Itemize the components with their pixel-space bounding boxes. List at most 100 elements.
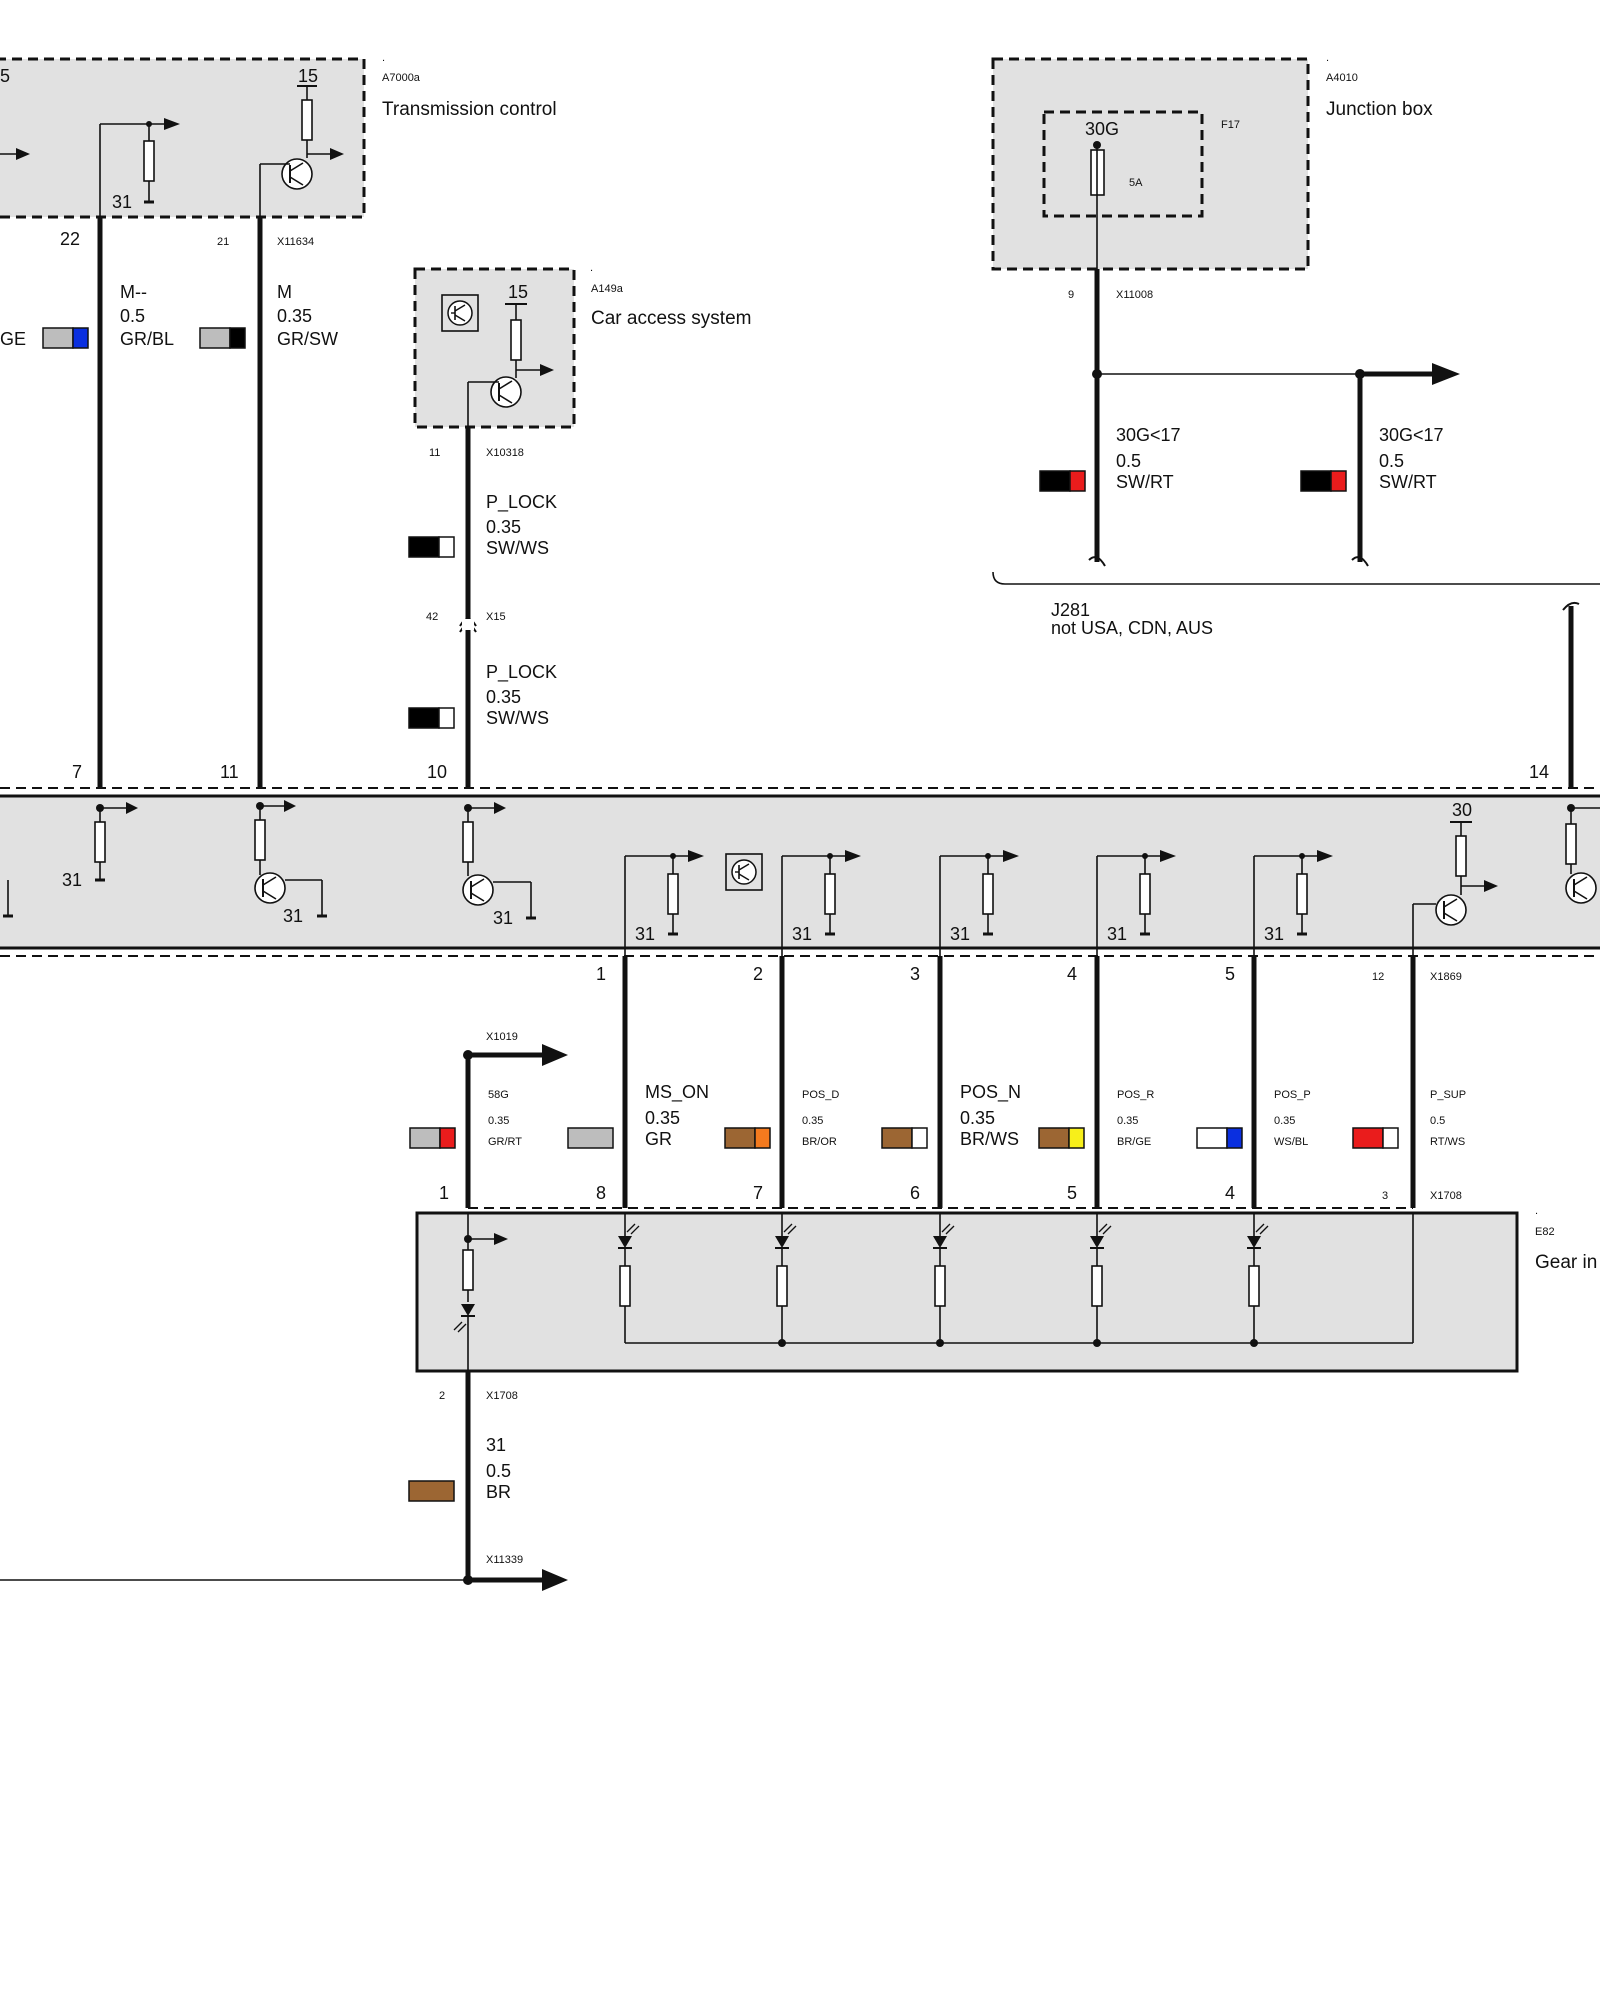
pin-number: 8 [596, 1183, 606, 1203]
color-swatch [1196, 1127, 1228, 1149]
wire-ms-on: MS_ON 0.35 GR [567, 956, 709, 1208]
component-name: Gear in [1535, 1252, 1597, 1273]
wire-pos-d: POS_D 0.35 BR/OR [724, 956, 839, 1208]
wire-color: BR [486, 1482, 511, 1502]
resistor-icon [619, 1265, 631, 1307]
pin-number: 4 [1067, 964, 1077, 984]
pin-number: 6 [910, 1183, 920, 1203]
arrow-icon [542, 1569, 568, 1591]
color-swatch [1382, 1127, 1399, 1149]
wire-color: GR/BL [120, 329, 174, 349]
wire-color: GR [645, 1129, 672, 1149]
arrow-icon [542, 1044, 568, 1066]
component-dot: . [382, 52, 385, 64]
option-code: J281 [1051, 600, 1090, 620]
color-swatch [409, 1127, 441, 1149]
transistor-icon [1435, 894, 1467, 926]
wire-signal: 58G [488, 1089, 509, 1101]
input-circuit-7: 31 [62, 802, 138, 890]
component-name: Junction box [1326, 99, 1433, 120]
wire-size: 0.35 [1117, 1115, 1138, 1127]
ground-label: 31 [283, 906, 303, 926]
wire-color: BR/GE [1117, 1136, 1151, 1148]
pin-number: 10 [427, 762, 447, 782]
resistor-icon [934, 1265, 946, 1307]
connector-id: X1708 [486, 1390, 518, 1402]
wire-signal: M-- [120, 282, 147, 302]
wire-color: BR/WS [960, 1129, 1019, 1149]
wire-color: GR/RT [488, 1136, 522, 1148]
ground-label: 31 [792, 924, 812, 944]
pin-number: 7 [753, 1183, 763, 1203]
wire-signal: MS_ON [645, 1082, 709, 1103]
wire-signal: POS_N [960, 1082, 1021, 1103]
wire-30g-1: 30G<17 0.5 SW/RT [1039, 269, 1360, 567]
wire-size: 0.35 [486, 687, 521, 707]
color-swatch [1068, 1127, 1085, 1149]
wire-signal: P_SUP [1430, 1089, 1466, 1101]
wire-size: 0.35 [277, 306, 312, 326]
component-name: Car access system [591, 308, 751, 329]
resistor-icon [1565, 823, 1577, 865]
gear-selector-module: 7 11 10 14 31 [0, 762, 1600, 984]
resistor-icon [510, 319, 522, 361]
resistor-icon [1139, 873, 1151, 915]
wire-size: 0.35 [645, 1108, 680, 1128]
wire-pos-n: POS_N 0.35 BR/WS [881, 956, 1021, 1208]
ground-label: 31 [62, 870, 82, 890]
output-circuit-12: 30 [1412, 800, 1498, 956]
wire-58g: X1019 58G 0.35 GR/RT [409, 1031, 568, 1208]
component-code: E82 [1535, 1226, 1555, 1238]
transistor-icon [254, 872, 286, 904]
resistor-icon [982, 873, 994, 915]
wire-color: RT/WS [1430, 1136, 1465, 1148]
component-code: A7000a [382, 72, 421, 84]
supply-30-label: 30 [1452, 800, 1472, 820]
color-swatch [1300, 470, 1332, 492]
resistor-icon [1296, 873, 1308, 915]
pin-number: 14 [1529, 762, 1549, 782]
input-circuit-10: 31 [462, 802, 538, 928]
wire-size: 0.35 [802, 1115, 823, 1127]
component-name: Transmission control [382, 99, 557, 120]
wire-p-sup: P_SUP 0.5 RT/WS [1352, 956, 1466, 1208]
output-circuit-1: 31 [624, 850, 704, 956]
resistor-icon [254, 819, 266, 861]
resistor-icon [1091, 1265, 1103, 1307]
output-circuit-5: 31 [1253, 850, 1333, 956]
pin-number: 12 [1372, 971, 1384, 983]
ground-label: 31 [1107, 924, 1127, 944]
wire-size: 0.35 [960, 1108, 995, 1128]
illumination-circuit [453, 1213, 508, 1371]
color-swatch [911, 1127, 928, 1149]
wire-m-minus: M-- 0.5 GR/BL [42, 217, 174, 788]
option-bracket: J281 not USA, CDN, AUS [992, 571, 1600, 638]
wire-color: GE [0, 329, 26, 349]
color-swatch [72, 327, 89, 349]
wire-signal: 30G<17 [1116, 425, 1181, 445]
wire-m: M 0.35 GR/SW [199, 217, 338, 788]
wire-size: 0.5 [1379, 451, 1404, 471]
component-code: A4010 [1326, 72, 1358, 84]
resistor-icon [1248, 1265, 1260, 1307]
color-swatch [438, 707, 455, 729]
wire-color: SW/WS [486, 708, 549, 728]
wire-size: 0.5 [486, 1461, 511, 1481]
connector-id: X1708 [1430, 1190, 1462, 1202]
junction-box-unit: 30G 5A F17 . A4010 Junction box 9 X11008 [991, 52, 1433, 301]
fuse-id: F17 [1221, 119, 1240, 131]
resistor-icon [824, 873, 836, 915]
output-circuit-2: 31 [781, 850, 861, 956]
component-dot: . [1535, 1205, 1538, 1217]
color-swatch [199, 327, 231, 349]
pin-number: 3 [910, 964, 920, 984]
wire-pos-p: POS_P 0.35 WS/BL [1196, 956, 1311, 1208]
output-circuit-4: 31 [1096, 850, 1176, 956]
pin-number: 2 [753, 964, 763, 984]
wire-color: SW/WS [486, 538, 549, 558]
color-swatch [567, 1127, 614, 1149]
ground-label: 31 [493, 908, 513, 928]
pin-number: 22 [60, 229, 80, 249]
wire-signal: POS_R [1117, 1089, 1154, 1101]
pin-number: 9 [1068, 289, 1074, 301]
